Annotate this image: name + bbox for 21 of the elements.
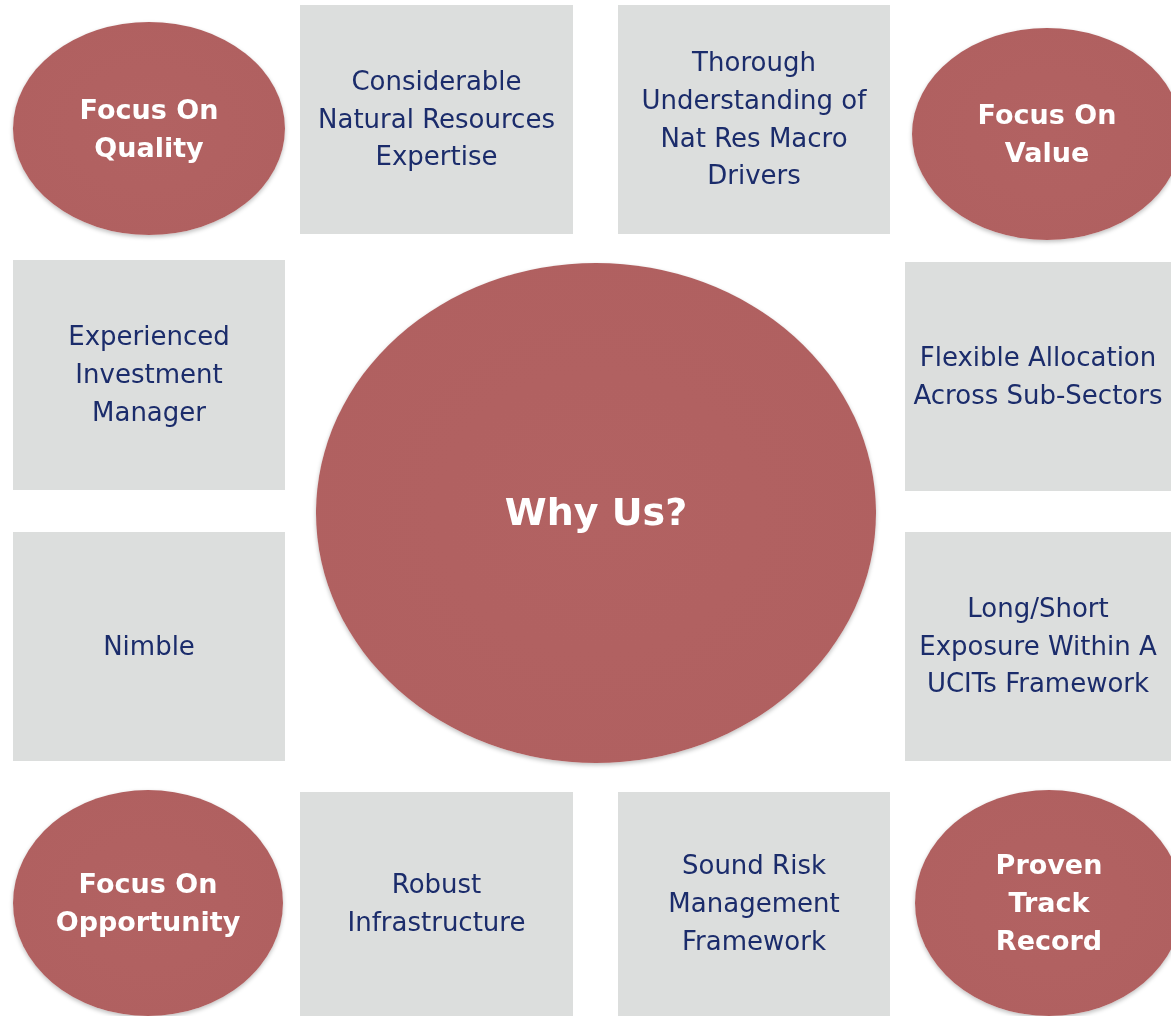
ellipse-label: Proven Track Record <box>994 848 1104 958</box>
ellipse-label: Why Us? <box>504 489 688 537</box>
text-box <box>618 5 890 234</box>
text-box <box>300 5 573 234</box>
ellipse-label: Focus On Quality <box>78 92 220 165</box>
box-label: Sound Risk Management Framework <box>667 849 841 958</box>
box-label: Nimble <box>103 629 195 663</box>
box-label: Thorough Understanding of Nat Res Macro Drivers <box>640 46 868 193</box>
text-box <box>13 260 285 490</box>
text-box <box>300 792 573 1016</box>
text-box <box>13 532 285 761</box>
text-box <box>618 792 890 1016</box>
box-label: Flexible Allocation Across Sub-Sectors <box>912 340 1164 412</box>
ellipse-label: Focus On Opportunity <box>54 867 242 939</box>
box-label: Experienced Investment Manager <box>67 320 231 429</box>
box-label: Robust Infrastructure <box>346 868 527 939</box>
text-box <box>905 262 1171 491</box>
box-label: Considerable Natural Resources Expertise <box>317 64 556 174</box>
ellipse-label: Focus On Value <box>976 98 1118 170</box>
box-label: Long/Short Exposure Within A UCITs Framework <box>918 591 1158 701</box>
text-box <box>905 532 1171 761</box>
